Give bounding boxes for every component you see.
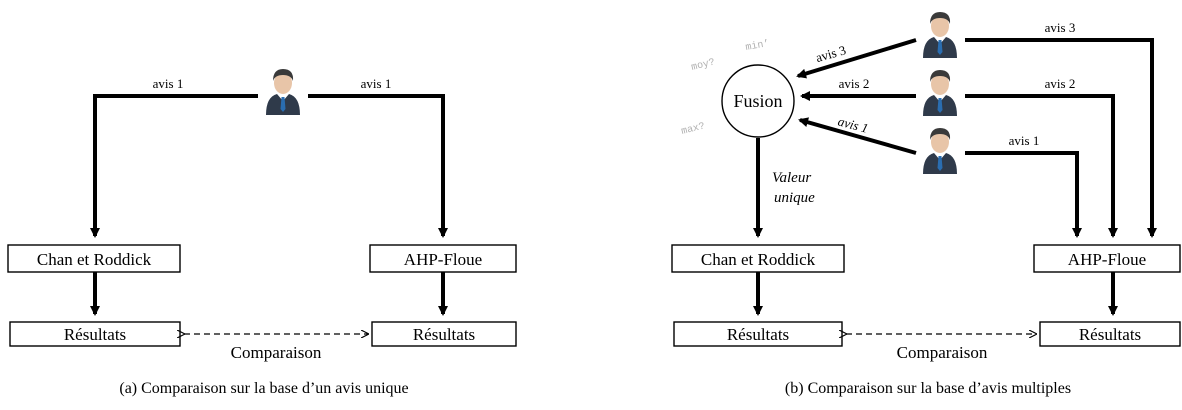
result-label-left-b: Résultats <box>727 325 789 344</box>
panel-b: Fusion moy? min’ max? avis 3 avis 2 avis… <box>671 12 1181 397</box>
fusion-node: Fusion <box>721 64 795 138</box>
method-label-ahp: AHP-Floue <box>404 250 482 269</box>
method-label-chan: Chan et Roddick <box>37 250 152 269</box>
edge-label-left: avis 1 <box>153 76 184 91</box>
result-label-right: Résultats <box>413 325 475 344</box>
expert-icon-2 <box>923 70 957 116</box>
edge-label-expert2-ahp: avis 2 <box>1045 76 1076 91</box>
expert-icon-1 <box>923 128 957 174</box>
edge-expert2-to-ahp <box>965 94 1118 238</box>
method-box-chan-b: Chan et Roddick <box>671 244 845 273</box>
expert-icon-3 <box>923 12 957 58</box>
result-box-right-b: Résultats <box>1039 321 1181 347</box>
comparison-label-b: Comparaison <box>897 343 988 362</box>
caption-b: (b) Comparaison sur la base d’avis multi… <box>785 380 1071 397</box>
method-label-ahp-b: AHP-Floue <box>1068 250 1146 269</box>
fusion-option-max: max? <box>680 121 706 137</box>
panel-a: avis 1 avis 1 Chan et Roddick AHP-Floue … <box>7 69 517 397</box>
edge-expert3-to-ahp <box>965 38 1157 238</box>
edge-label-expert2-fusion: avis 2 <box>839 76 870 91</box>
user-icon <box>266 69 300 115</box>
result-label-left: Résultats <box>64 325 126 344</box>
edge-label-expert3-ahp: avis 3 <box>1045 20 1076 35</box>
result-box-left-b: Résultats <box>673 321 843 347</box>
edge-label-right: avis 1 <box>361 76 392 91</box>
method-box-chan: Chan et Roddick <box>7 244 181 273</box>
edge-expert3-to-fusion <box>796 38 917 79</box>
fusion-option-moy: moy? <box>690 57 716 73</box>
method-box-ahp-b: AHP-Floue <box>1033 244 1181 273</box>
method-box-ahp: AHP-Floue <box>369 244 517 273</box>
edge-user-to-chan <box>90 94 258 238</box>
fusion-option-min: min’ <box>745 38 771 54</box>
edge-expert1-to-ahp <box>965 151 1082 238</box>
result-label-right-b: Résultats <box>1079 325 1141 344</box>
fusion-output-label-2: unique <box>774 190 815 206</box>
method-label-chan-b: Chan et Roddick <box>701 250 816 269</box>
fusion-label: Fusion <box>733 91 782 111</box>
comparison-label: Comparaison <box>231 343 322 362</box>
edge-user-to-ahp <box>308 94 448 238</box>
caption-a: (a) Comparaison sur la base d’un avis un… <box>119 380 408 397</box>
result-box-right: Résultats <box>371 321 517 347</box>
fusion-output-label-1: Valeur <box>772 170 811 186</box>
result-box-left: Résultats <box>9 321 181 347</box>
edge-label-expert1-ahp: avis 1 <box>1009 133 1040 148</box>
edge-expert1-to-fusion <box>798 117 917 155</box>
